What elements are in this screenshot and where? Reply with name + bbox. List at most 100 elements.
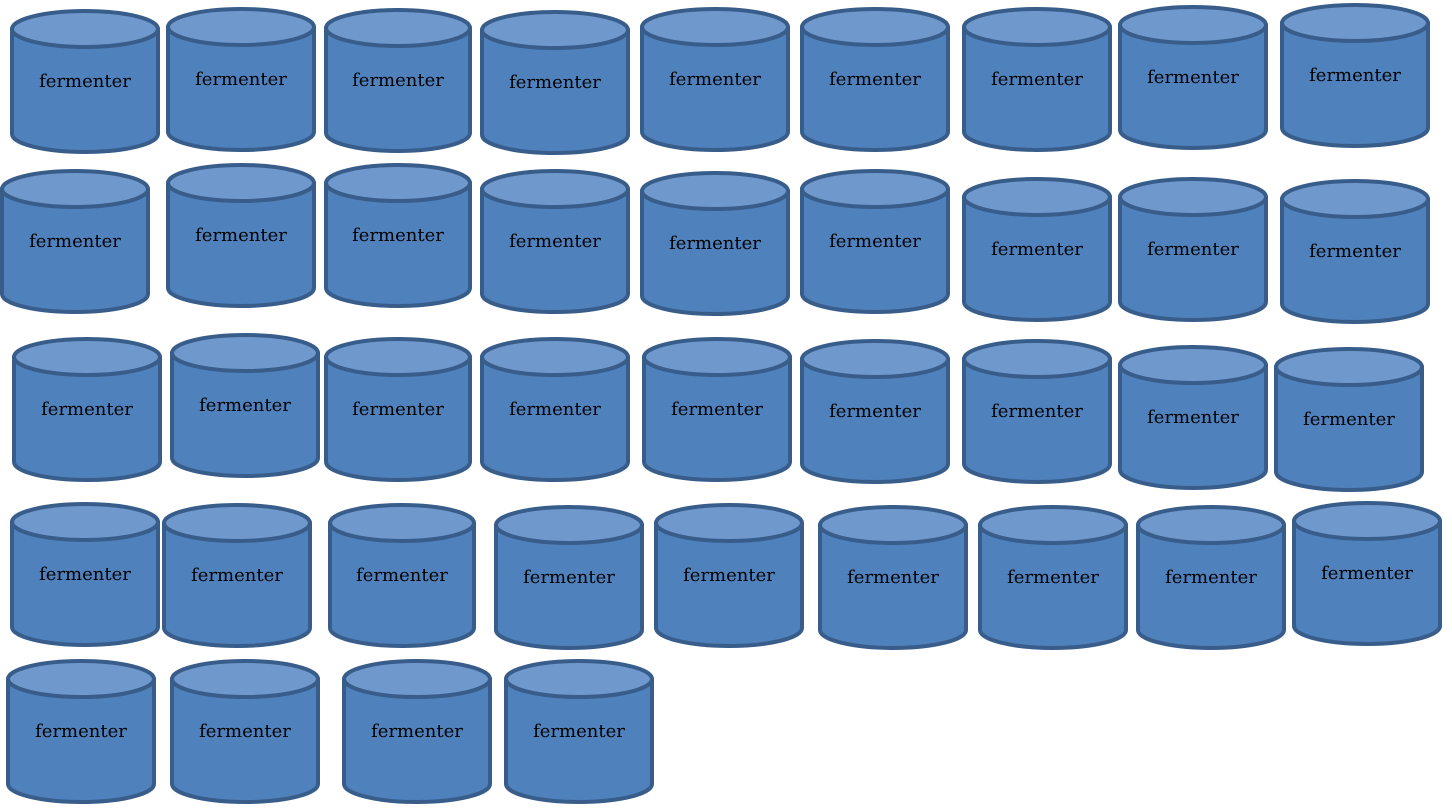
fermenter-tank-label: fermenter bbox=[829, 401, 921, 422]
fermenter-tank-top bbox=[1136, 505, 1286, 545]
fermenter-tank-label: fermenter bbox=[509, 231, 601, 252]
fermenter-tank-body bbox=[324, 26, 472, 153]
fermenter-tank-body bbox=[170, 351, 320, 478]
fermenter-tank-body bbox=[1118, 363, 1268, 490]
fermenter-tank-label: fermenter bbox=[371, 721, 463, 742]
fermenter-tank-label: fermenter bbox=[1147, 407, 1239, 428]
fermenter-tank-top bbox=[170, 333, 320, 373]
fermenter-tank-label: fermenter bbox=[509, 399, 601, 420]
fermenter-tank: fermenter bbox=[1280, 3, 1430, 148]
fermenter-tank-top bbox=[324, 8, 472, 48]
fermenter-tank-top bbox=[962, 339, 1112, 379]
fermenter-tank-top bbox=[1274, 347, 1424, 387]
fermenter-tank-label: fermenter bbox=[991, 69, 1083, 90]
fermenter-tank: fermenter bbox=[1292, 501, 1442, 646]
fermenter-tank: fermenter bbox=[170, 333, 320, 478]
fermenter-tank-body bbox=[640, 25, 790, 152]
fermenter-tank-top bbox=[166, 163, 316, 203]
fermenter-tank: fermenter bbox=[328, 503, 476, 648]
fermenter-tank-label: fermenter bbox=[191, 565, 283, 586]
fermenter-tank-body bbox=[818, 523, 968, 650]
fermenter-tank-body bbox=[328, 521, 476, 648]
fermenter-tank: fermenter bbox=[654, 503, 804, 648]
fermenter-tank-top bbox=[1280, 179, 1430, 219]
fermenter-tank: fermenter bbox=[1118, 345, 1268, 490]
fermenter-tank: fermenter bbox=[640, 7, 790, 152]
fermenter-tank-body bbox=[1280, 21, 1430, 148]
fermenter-tank: fermenter bbox=[962, 339, 1112, 484]
fermenter-tank-body bbox=[324, 181, 472, 308]
fermenter-tank: fermenter bbox=[1118, 177, 1268, 322]
fermenter-tank-body bbox=[1136, 523, 1286, 650]
fermenter-tank-top bbox=[12, 337, 162, 377]
fermenter-tank-body bbox=[166, 181, 316, 308]
fermenter-tank-top bbox=[170, 659, 320, 699]
fermenter-tank-top bbox=[324, 163, 472, 203]
fermenter-tank-top bbox=[480, 10, 630, 50]
fermenter-tank-top bbox=[1118, 177, 1268, 217]
fermenter-tank-top bbox=[480, 337, 630, 377]
fermenter-tank-body bbox=[800, 25, 950, 152]
fermenter-tank-top bbox=[342, 659, 492, 699]
fermenter-tank-body bbox=[480, 28, 630, 155]
fermenter-tank-label: fermenter bbox=[829, 69, 921, 90]
fermenter-tank-body bbox=[640, 189, 790, 316]
fermenter-tank-top bbox=[10, 9, 160, 49]
fermenter-tank-top bbox=[0, 169, 150, 209]
fermenter-tank-body bbox=[12, 355, 162, 482]
fermenter-tank-body bbox=[10, 27, 160, 154]
fermenter-tank-label: fermenter bbox=[671, 399, 763, 420]
fermenter-tank-top bbox=[654, 503, 804, 543]
fermenter-tank-body bbox=[324, 355, 472, 482]
fermenter-tank-body bbox=[962, 25, 1112, 152]
fermenter-tank: fermenter bbox=[324, 337, 472, 482]
fermenter-tank: fermenter bbox=[1280, 179, 1430, 324]
fermenter-tank: fermenter bbox=[800, 169, 950, 314]
fermenter-tank-body bbox=[654, 521, 804, 648]
fermenter-tank-label: fermenter bbox=[1165, 567, 1257, 588]
fermenter-tank-label: fermenter bbox=[352, 399, 444, 420]
fermenter-tank-body bbox=[494, 523, 644, 650]
fermenter-tank-top bbox=[640, 7, 790, 47]
fermenter-tank-body bbox=[342, 677, 492, 804]
fermenter-tank: fermenter bbox=[1136, 505, 1286, 650]
fermenter-tank: fermenter bbox=[640, 171, 790, 316]
fermenter-tank-top bbox=[1118, 5, 1268, 45]
fermenter-tank: fermenter bbox=[162, 503, 312, 648]
fermenter-tank-label: fermenter bbox=[1303, 409, 1395, 430]
fermenter-tank-label: fermenter bbox=[1321, 563, 1413, 584]
fermenter-tank-label: fermenter bbox=[509, 72, 601, 93]
fermenter-tank-top bbox=[962, 177, 1112, 217]
fermenter-tank-label: fermenter bbox=[356, 565, 448, 586]
fermenter-tank-label: fermenter bbox=[199, 395, 291, 416]
fermenter-tank-body bbox=[978, 523, 1128, 650]
fermenter-tank-top bbox=[494, 505, 644, 545]
fermenter-tank: fermenter bbox=[480, 169, 630, 314]
fermenter-tank-body bbox=[642, 355, 792, 482]
fermenter-tank: fermenter bbox=[10, 502, 160, 647]
fermenter-tank-top bbox=[800, 339, 950, 379]
fermenter-tank-label: fermenter bbox=[1147, 67, 1239, 88]
fermenter-tank-top bbox=[328, 503, 476, 543]
fermenter-tank-label: fermenter bbox=[195, 69, 287, 90]
fermenter-tank-label: fermenter bbox=[829, 231, 921, 252]
fermenter-tank-body bbox=[480, 187, 630, 314]
fermenter-tank-top bbox=[162, 503, 312, 543]
fermenter-tank-label: fermenter bbox=[199, 721, 291, 742]
fermenter-tank-top bbox=[1118, 345, 1268, 385]
fermenter-tank-body bbox=[10, 520, 160, 647]
fermenter-tank-top bbox=[962, 7, 1112, 47]
fermenter-tank: fermenter bbox=[6, 659, 156, 804]
fermenter-tank-top bbox=[978, 505, 1128, 545]
fermenter-tank: fermenter bbox=[978, 505, 1128, 650]
fermenter-tank-body bbox=[1274, 365, 1424, 492]
fermenter-tank-label: fermenter bbox=[39, 71, 131, 92]
fermenter-tank-top bbox=[324, 337, 472, 377]
fermenter-tank: fermenter bbox=[504, 659, 654, 804]
fermenter-tank: fermenter bbox=[962, 7, 1112, 152]
fermenter-tank-label: fermenter bbox=[683, 565, 775, 586]
fermenter-tank-body bbox=[162, 521, 312, 648]
fermenter-tank-label: fermenter bbox=[352, 70, 444, 91]
fermenter-tank-body bbox=[800, 187, 950, 314]
